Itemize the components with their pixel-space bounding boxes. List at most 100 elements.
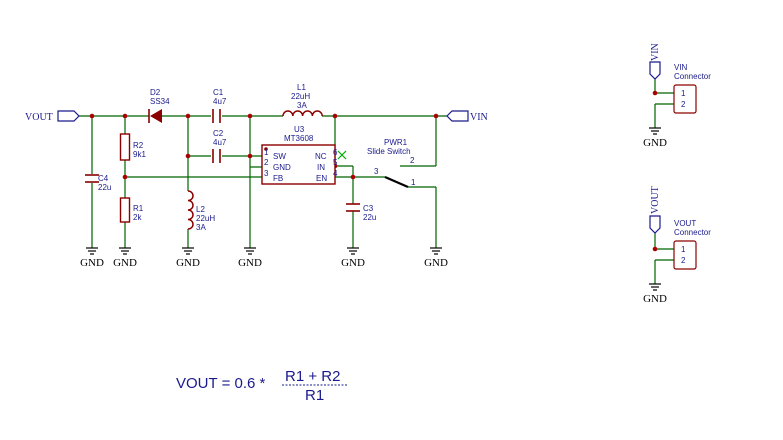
resistor-icon [119, 133, 131, 161]
junction-dot [350, 174, 356, 180]
u3-pin-num: 6 [333, 148, 338, 157]
inductor-icon [282, 110, 323, 117]
junction-dot [332, 113, 338, 119]
vout-conn-pin: 2 [681, 256, 686, 265]
gnd-label: GND [643, 293, 667, 305]
wires [79, 78, 674, 284]
u3-pin-num: 1 [264, 148, 269, 157]
d2-value: SS34 [150, 97, 170, 106]
connector-body [673, 240, 697, 270]
l1-rating: 3A [297, 101, 307, 110]
diode-icon [150, 109, 162, 123]
resistor-icon [119, 197, 131, 223]
r1-ref: R1 [133, 204, 144, 213]
connector-body [673, 84, 697, 114]
vin-conn-pin: 1 [681, 89, 686, 98]
gnd-label: GND [341, 257, 365, 269]
gnd-label: GND [424, 257, 448, 269]
inductor-icon [187, 190, 194, 230]
capacitor-c4: C4 22u [85, 174, 111, 192]
ground-icon: GND [643, 283, 667, 305]
vin-conn-pin: 2 [681, 100, 686, 109]
ground-icon: GND [643, 127, 667, 149]
r2-ref: R2 [133, 141, 144, 150]
vin-connector: VIN VIN Connector 1 2 [649, 43, 711, 114]
ground-icon: GND [113, 247, 137, 269]
u3-pin-num: 2 [264, 158, 269, 167]
switch-lever-icon [384, 175, 409, 189]
formula-lhs: VOUT = 0.6 * [176, 375, 266, 392]
formula-denominator: R1 [305, 387, 324, 404]
ground-icon: GND [341, 247, 365, 269]
port-flag-icon [446, 110, 469, 122]
c3-ref: C3 [363, 204, 374, 213]
vout-conn-type: Connector [674, 228, 711, 237]
capacitor-c1: C1 4u7 [212, 88, 227, 123]
c4-value: 22u [98, 183, 111, 192]
resistor-r2: R2 9k1 [119, 133, 146, 161]
r2-value: 9k1 [133, 150, 146, 159]
switch-pwr1: PWR1 Slide Switch 2 3 1 [367, 138, 416, 189]
u3-pin-name: NC [315, 152, 327, 161]
l2-rating: 3A [196, 223, 206, 232]
diode-d2: D2 SS34 [148, 88, 170, 123]
vout-conn-name: VOUT [674, 219, 696, 228]
junction-dot [433, 113, 439, 119]
junction-dot [652, 246, 658, 252]
c3-value: 22u [363, 213, 376, 222]
gnd-label: GND [80, 257, 104, 269]
junction-dot [247, 113, 253, 119]
vout-net-label: VOUT [25, 112, 53, 123]
vout-formula: VOUT = 0.6 * R1 + R2 R1 [176, 368, 348, 404]
c4-ref: C4 [98, 174, 109, 183]
junction-dot [89, 113, 95, 119]
r1-value: 2k [133, 213, 142, 222]
ground-icon: GND [176, 247, 200, 269]
u3-value: MT3608 [284, 134, 314, 143]
u3-ref: U3 [294, 125, 305, 134]
gnd-label: GND [238, 257, 262, 269]
ground-icon: GND [238, 247, 262, 269]
gnd-label: GND [176, 257, 200, 269]
vin-conn-type: Connector [674, 72, 711, 81]
vout-conn-pin: 1 [681, 245, 686, 254]
vin-conn-net-label: VIN [650, 43, 661, 61]
port-flag-icon [649, 61, 661, 80]
junctions [89, 90, 658, 252]
capacitor-c3: C3 22u [346, 203, 376, 222]
gnd-label: GND [113, 257, 137, 269]
u3-pin-num: 5 [333, 158, 338, 167]
ic-body [261, 144, 336, 185]
inductor-l1: L1 22uH 3A [282, 83, 323, 117]
ic-u3: U3 MT3608 SW GND FB 1 2 3 NC IN EN 6 5 4 [261, 125, 347, 185]
junction-dot [185, 153, 191, 159]
vout-conn-net-label: VOUT [650, 186, 661, 214]
u3-pin-name: GND [273, 163, 291, 172]
pwr1-ref: PWR1 [384, 138, 408, 147]
u3-pin-name: SW [273, 152, 286, 161]
c2-value: 4u7 [213, 138, 227, 147]
l1-value: 22uH [291, 92, 310, 101]
junction-dot [247, 153, 253, 159]
l2-ref: L2 [196, 205, 205, 214]
c1-value: 4u7 [213, 97, 227, 106]
pwr1-pin: 1 [411, 178, 416, 187]
vin-conn-name: VIN [674, 63, 688, 72]
capacitor-c2: C2 4u7 [212, 129, 227, 163]
u3-pin-name: EN [316, 174, 327, 183]
ground-icon: GND [80, 247, 104, 269]
gnd-label: GND [643, 137, 667, 149]
u3-pin-num: 4 [333, 169, 338, 178]
l1-ref: L1 [297, 83, 306, 92]
junction-dot [652, 90, 658, 96]
inductor-l2: L2 22uH 3A [187, 190, 215, 232]
ground-icon: GND [424, 247, 448, 269]
ground-symbols: GND GND GND GND GND GND GND GND [80, 127, 667, 305]
pwr1-value: Slide Switch [367, 147, 411, 156]
c2-ref: C2 [213, 129, 224, 138]
d2-ref: D2 [150, 88, 161, 97]
u3-pin-name: IN [317, 163, 325, 172]
pin1-marker-icon [264, 147, 268, 151]
junction-dot [122, 113, 128, 119]
